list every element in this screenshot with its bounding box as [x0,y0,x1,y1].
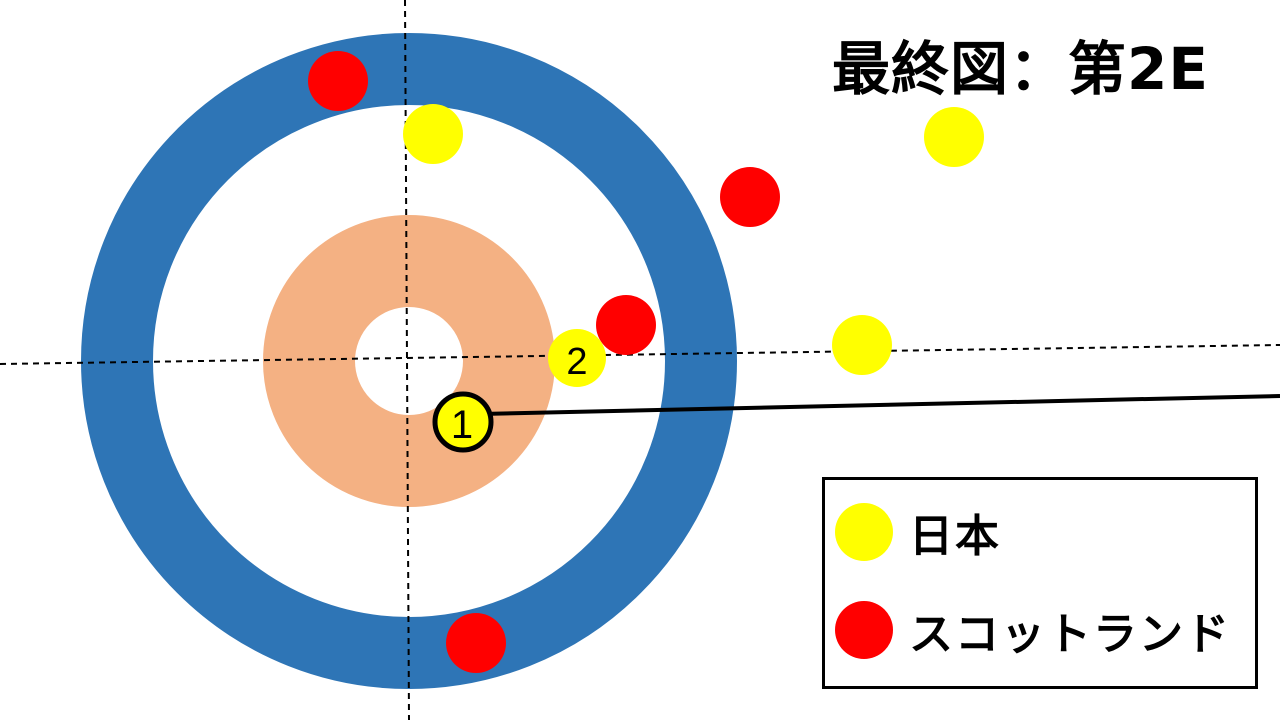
legend-swatch-scotland [835,601,893,659]
stone-japan [832,315,892,375]
page-title: 最終図：第2E [832,35,1209,103]
tee-line-horizontal [0,344,1280,365]
stone-scotland [720,167,780,227]
legend-swatch-japan [835,503,893,561]
stone-scotland [446,613,506,673]
stone-label-2: 2 [566,341,587,383]
stone-japan [403,104,463,164]
stones-layer [308,51,984,673]
stone-japan-1 [432,391,494,453]
legend: 日本 スコットランド [822,477,1258,689]
legend-label-scotland: スコットランド [909,609,1231,660]
stone-japan-2 [548,329,606,387]
legend-item-japan: 日本 [825,502,1001,562]
legend-item-scotland: スコットランド [825,600,1231,660]
stone-japan [924,107,984,167]
house-inner-ring [263,215,555,507]
stone-label-1: 1 [451,403,473,447]
stone-scotland [596,295,656,355]
center-line-vertical [404,0,410,721]
shot-path-line [479,394,1280,416]
legend-label-japan: 日本 [909,511,1001,562]
stone-scotland [308,51,368,111]
